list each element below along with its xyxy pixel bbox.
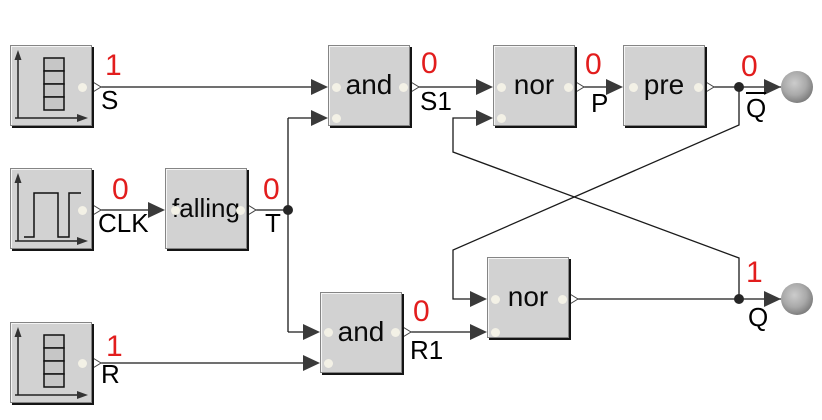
signal-value-t: 0: [263, 173, 280, 206]
connection-q-feedback-nor1[interactable]: [452, 117, 740, 299]
pin-dot: [391, 328, 400, 337]
gate-label: nor: [513, 68, 555, 100]
signal-value-q: 1: [746, 256, 763, 289]
signal-name-qbar: Q: [746, 92, 767, 123]
output-ports: [91, 80, 715, 370]
block-nor2[interactable]: nor: [487, 257, 569, 338]
block-and2[interactable]: and: [320, 292, 402, 373]
pin-dot: [324, 328, 333, 337]
output-port[interactable]: [409, 80, 420, 94]
arrowhead-icon: [148, 202, 165, 218]
gate-label: falling: [172, 192, 240, 223]
pin-dot: [332, 114, 341, 123]
signal-value-s: 1: [105, 49, 122, 82]
signal-name-r: R: [101, 359, 120, 389]
output-port[interactable]: [91, 203, 102, 217]
signal-name-p: P: [591, 88, 609, 118]
pin-dot: [497, 83, 506, 92]
output-port[interactable]: [568, 292, 579, 306]
signal-value-r: 1: [106, 330, 123, 363]
pin-dot: [564, 83, 573, 92]
pin-dot: [497, 114, 506, 123]
signal-value-s1: 0: [421, 47, 438, 80]
signal-name-t: T: [265, 208, 281, 238]
table-plot-icon: [14, 327, 88, 399]
output-port[interactable]: [91, 356, 102, 370]
connection-t-branch[interactable]: [255, 117, 312, 333]
arrowhead-icon: [303, 324, 320, 340]
arrowhead-icon: [764, 291, 781, 307]
block-source-r[interactable]: [10, 322, 92, 403]
signal-value-qbar: 0: [741, 50, 758, 83]
arrowhead-icon: [606, 79, 623, 95]
gate-label: and: [345, 68, 393, 100]
block-nor1[interactable]: nor: [493, 45, 575, 126]
gate-label: and: [337, 315, 385, 347]
pin-dot: [78, 83, 87, 92]
signal-name-s1: S1: [420, 86, 452, 116]
block-source-clk[interactable]: [10, 168, 92, 249]
output-indicator-q[interactable]: [781, 283, 813, 315]
gate-label: nor: [507, 280, 549, 312]
signal-name-r1: R1: [410, 335, 444, 365]
output-port[interactable]: [401, 325, 412, 339]
clock-plot-icon: [14, 173, 88, 245]
block-source-s[interactable]: [10, 45, 92, 126]
arrowhead-icon: [764, 79, 781, 95]
output-port[interactable]: [91, 80, 102, 94]
arrowhead-icon: [470, 324, 487, 340]
pin-dot: [236, 206, 245, 215]
pin-dot: [399, 83, 408, 92]
pin-dot: [629, 83, 638, 92]
junction-dot: [734, 294, 744, 304]
output-port[interactable]: [246, 203, 257, 217]
signal-name-clk: CLK: [98, 208, 149, 238]
signal-value-clk: 0: [112, 173, 129, 206]
block-pre[interactable]: pre: [623, 45, 705, 126]
pin-dot: [78, 206, 87, 215]
pin-dot: [694, 83, 703, 92]
arrowheads: [148, 79, 781, 371]
junction-dot: [734, 82, 744, 92]
block-and1[interactable]: and: [328, 45, 410, 126]
pin-dot: [558, 295, 567, 304]
output-port[interactable]: [704, 80, 715, 94]
junction-dot: [283, 205, 293, 215]
pin-dot: [491, 328, 500, 337]
pin-dot: [171, 206, 180, 215]
pin-dot: [78, 359, 87, 368]
junctions: [283, 82, 744, 304]
output-indicator-qbar[interactable]: [781, 71, 813, 103]
arrowhead-icon: [470, 291, 487, 307]
arrowhead-icon: [311, 79, 328, 95]
signal-value-r1: 0: [413, 295, 430, 328]
signal-name-q: Q: [748, 302, 769, 332]
output-port[interactable]: [574, 80, 585, 94]
arrowhead-icon: [476, 110, 493, 126]
arrowhead-icon: [476, 79, 493, 95]
arrowhead-icon: [311, 110, 328, 126]
connection-qbar-feedback-nor2[interactable]: [452, 87, 740, 300]
pin-dot: [324, 359, 333, 368]
block-falling-edge[interactable]: falling: [165, 168, 247, 249]
table-plot-icon: [14, 50, 88, 122]
arrowhead-icon: [303, 355, 320, 371]
gate-label: pre: [643, 68, 685, 100]
pin-dot: [332, 83, 341, 92]
signal-value-p: 0: [585, 48, 602, 81]
pin-dot: [491, 295, 500, 304]
signal-name-s: S: [101, 85, 119, 115]
